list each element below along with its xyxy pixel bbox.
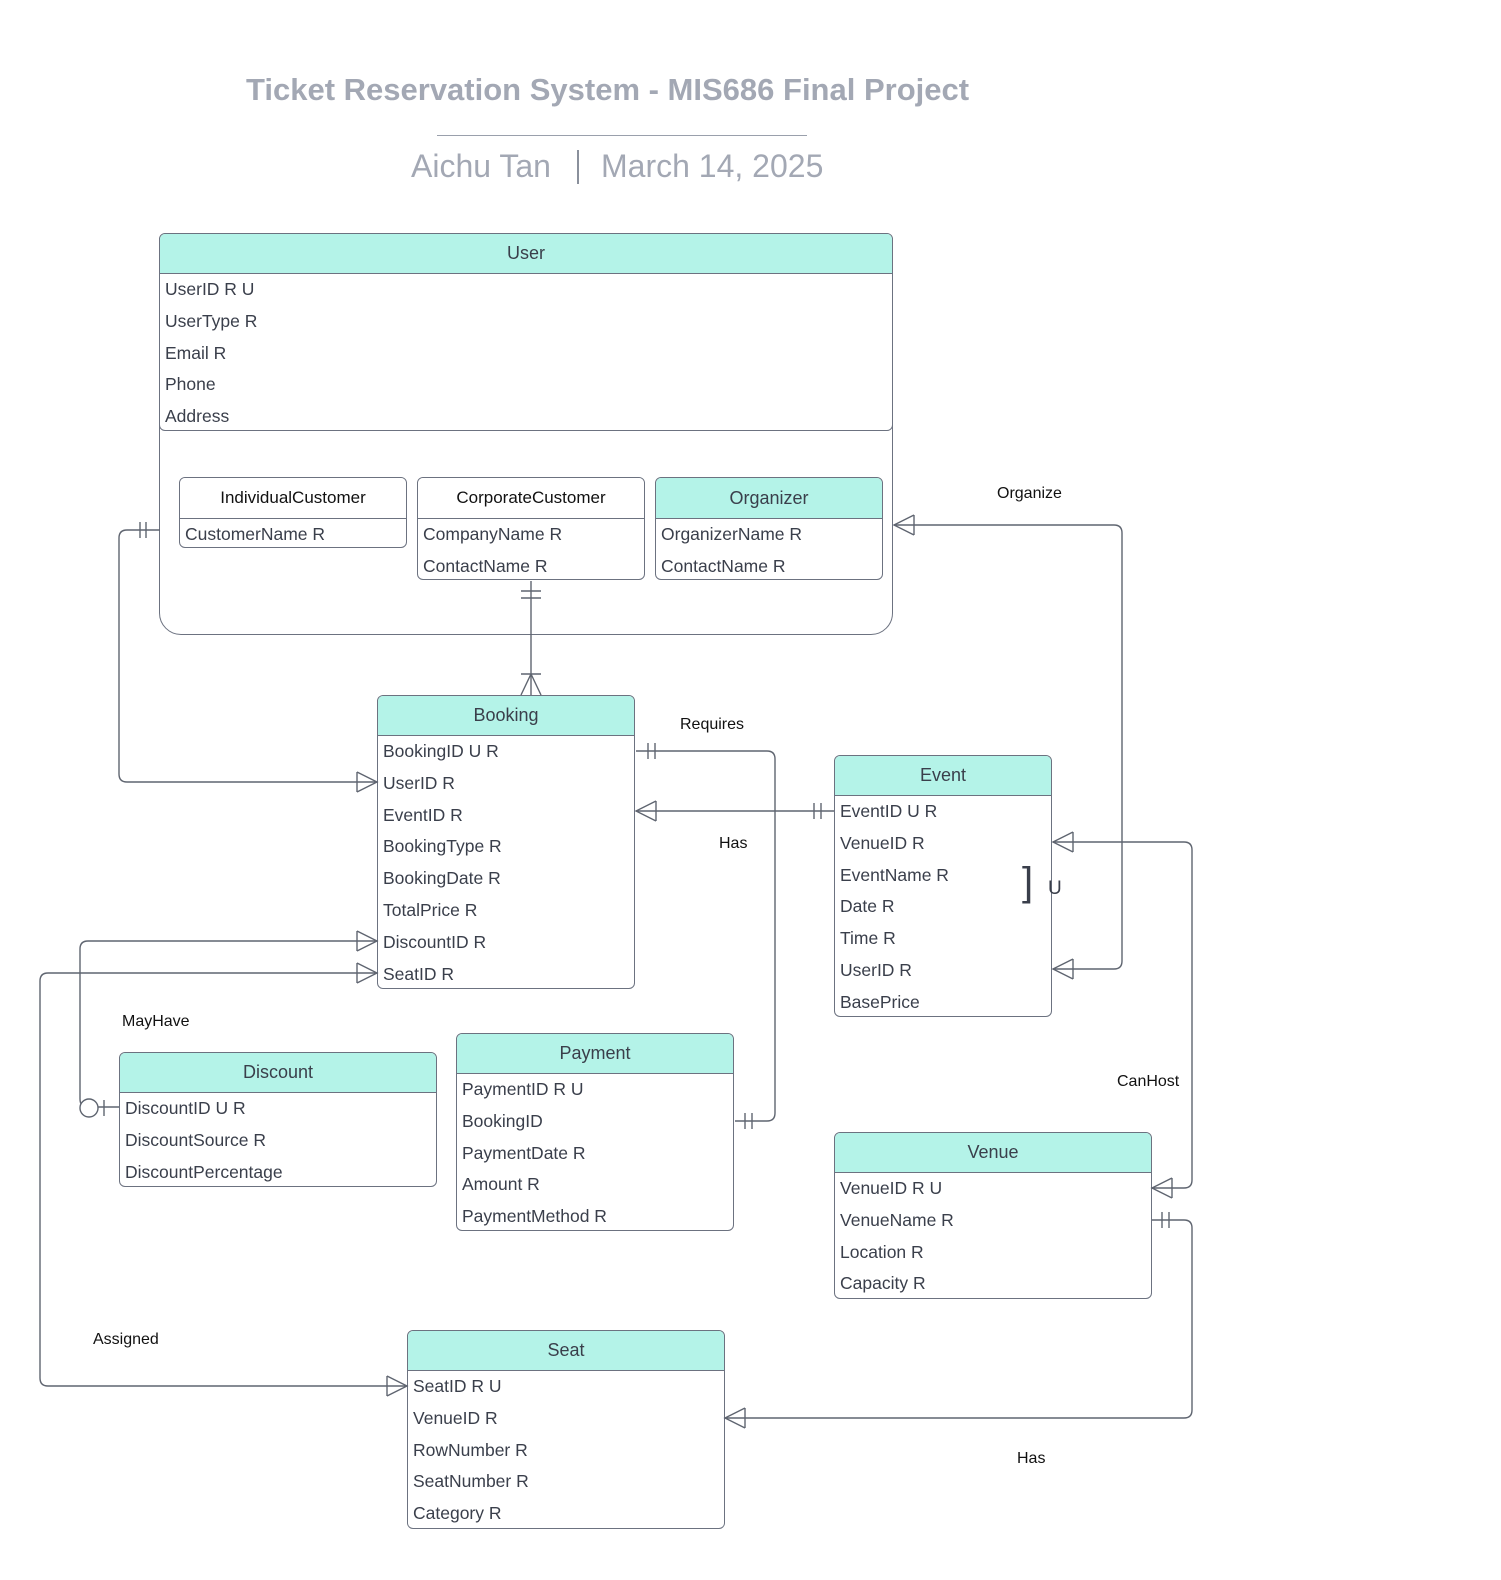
entity-event-attr: VenueID R [840,832,925,853]
entity-user[interactable]: User UserID R U UserType R Email R Phone… [159,233,893,431]
author-name: Aichu Tan [411,148,551,184]
entity-corporate-customer[interactable]: CorporateCustomer CompanyName R ContactN… [417,477,645,580]
entity-venue-attr: VenueID R U [840,1178,943,1198]
entity-organizer-attr: ContactName R [661,555,786,576]
entity-seat-attr: VenueID R [413,1407,498,1428]
rel-venue-seat [723,1212,1193,1429]
entity-seat[interactable]: Seat SeatID R U VenueID R RowNumber R Se… [407,1330,725,1529]
entity-payment-attr: PaymentMethod R [462,1206,607,1227]
entity-venue-attr: VenueName R [840,1209,954,1230]
entity-booking-attr: BookingID U R [383,741,499,761]
entity-user-attr: UserID R U [165,279,255,299]
entity-payment-attr: PaymentDate R [462,1142,586,1163]
relationship-label-requires: Requires [680,716,745,733]
entity-payment-attr: Amount R [462,1174,540,1195]
entity-event-attr: EventID U R [840,801,938,821]
entity-corporate-customer-header: CorporateCustomer [418,478,644,519]
entity-individual-customer[interactable]: IndividualCustomer CustomerName R [179,477,407,548]
diagram-date: March 14, 2025 [601,148,824,184]
entity-booking-attr: EventID R [383,804,463,825]
entity-venue[interactable]: Venue VenueID R U VenueName R Location R… [834,1132,1152,1299]
entity-booking-attr: BookingDate R [383,868,501,889]
relationship-label-organize: Organize [997,485,1062,502]
entity-organizer[interactable]: Organizer OrganizerName R ContactName R [655,477,883,580]
relationship-label-may-have: MayHave [122,1013,190,1030]
entity-payment-attr: BookingID [462,1110,543,1131]
entity-individual-customer-header: IndividualCustomer [180,478,406,519]
entity-seat-attr: SeatNumber R [413,1471,529,1492]
relationship-label-assigned: Assigned [93,1331,159,1348]
entity-organizer-header: Organizer [656,478,882,519]
entity-booking[interactable]: Booking BookingID U R UserID R EventID R… [377,695,635,989]
entity-individual-customer-attr: CustomerName R [185,524,326,544]
entity-payment-attr: PaymentID R U [462,1079,584,1099]
entity-event-attr: BasePrice [840,991,920,1012]
entity-discount-header: Discount [120,1053,436,1093]
entity-user-attr: Address [165,406,230,427]
title-divider [437,135,807,136]
entity-organizer-attr: OrganizerName R [661,524,803,544]
entity-discount[interactable]: Discount DiscountID U R DiscountSource R… [119,1052,437,1187]
subtitle-separator [577,150,579,184]
entity-discount-attr: DiscountID U R [125,1098,246,1118]
entity-seat-attr: RowNumber R [413,1439,528,1460]
entity-payment[interactable]: Payment PaymentID R U BookingID PaymentD… [456,1033,734,1231]
entity-corporate-customer-attr: CompanyName R [423,524,563,544]
event-unique-label: U [1048,878,1062,899]
entity-discount-attr: DiscountPercentage [125,1161,283,1182]
entity-venue-attr: Location R [840,1241,924,1262]
entity-seat-header: Seat [408,1331,724,1371]
diagram-title: Ticket Reservation System - MIS686 Final… [246,72,970,107]
rel-assigned [39,962,409,1397]
relationship-label-can-host: CanHost [1117,1073,1180,1090]
rel-can-host [1051,831,1193,1199]
entity-booking-attr: DiscountID R [383,931,487,952]
entity-user-header: User [160,234,892,274]
rel-corporate-booking [520,581,542,696]
entity-corporate-customer-attr: ContactName R [423,555,548,576]
entity-event-attr: UserID R [840,959,912,980]
entity-seat-attr: SeatID R U [413,1376,502,1396]
rel-organize [892,514,1123,980]
entity-discount-attr: DiscountSource R [125,1129,267,1150]
entity-booking-attr: SeatID R [383,963,454,984]
entity-user-attr: Phone [165,374,216,395]
entity-booking-attr: UserID R [383,772,455,793]
rel-user-booking [118,522,379,793]
entity-event[interactable]: Event EventID U R VenueID R EventName R … [834,755,1052,1017]
entity-venue-header: Venue [835,1133,1151,1173]
entity-booking-attr: BookingType R [383,836,502,857]
entity-booking-attr: TotalPrice R [383,899,478,920]
entity-booking-header: Booking [378,696,634,736]
rel-requires [636,743,776,1129]
entity-venue-attr: Capacity R [840,1273,926,1294]
relationship-label-has-seat: Has [1017,1450,1046,1467]
event-unique-bracket: ] [1022,860,1034,904]
relationship-label-has-event: Has [719,835,748,852]
entity-seat-attr: Category R [413,1503,502,1524]
entity-user-attr: UserType R [165,310,258,331]
entity-event-attr: EventName R [840,864,949,885]
entity-event-attr: Date R [840,896,895,917]
rel-may-have [79,930,379,1118]
entity-event-attr: Time R [840,928,896,949]
entity-event-header: Event [835,756,1051,796]
rel-booking-event [634,800,834,822]
entity-payment-header: Payment [457,1034,733,1074]
entity-user-attr: Email R [165,342,227,363]
